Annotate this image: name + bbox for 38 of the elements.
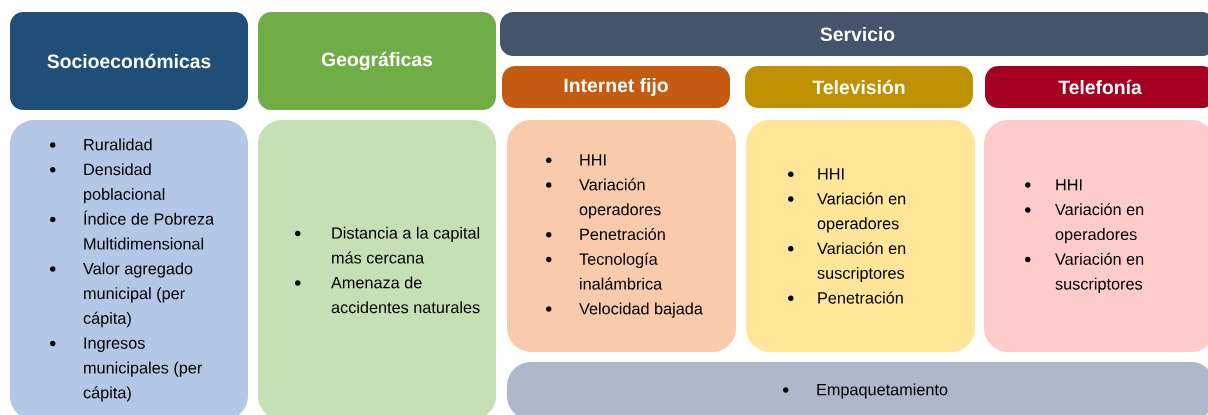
content-box (984, 120, 1208, 352)
content-box (507, 120, 736, 352)
list-item: Densidad poblacional (84, 163, 165, 204)
header-title: Televisión (812, 79, 905, 95)
list-item: Penetración (580, 227, 665, 241)
list-item: Ingresos municipales (per cápita) (83, 337, 203, 402)
list-item: Variación en operadores (817, 192, 906, 233)
header-box (258, 12, 496, 110)
header-box (502, 66, 730, 108)
header-box (985, 66, 1208, 108)
list-item: Valor agregado municipal (per cápita) (83, 262, 193, 328)
list-item: Variación en suscriptores (817, 241, 906, 283)
list-item: Variación operadores (579, 178, 661, 219)
header-box (10, 12, 248, 110)
list-item: Amenaza de accidentes naturales (331, 276, 480, 314)
header-title: Servicio (820, 26, 895, 42)
header-box (745, 66, 973, 108)
header-title: Internet fijo (564, 78, 668, 96)
list-item: Velocidad bajada (579, 302, 703, 318)
list-item: Índice de Pobreza Multidimensional (84, 210, 215, 250)
list-item: Ruralidad (84, 138, 152, 151)
content-box (507, 362, 1208, 415)
header-title: Telefonía (1058, 79, 1142, 95)
list-item: Distancia a la capital más cercana (332, 226, 480, 264)
header-title: Geográficas (321, 51, 433, 71)
list-item: Empaquetamiento (817, 383, 948, 399)
list-item: Variación en suscriptores (1055, 252, 1144, 293)
list-item: HHI (818, 168, 844, 180)
list-item: Tecnología inalámbrica (579, 252, 663, 290)
list-item: Penetración (818, 291, 903, 304)
header-box (500, 12, 1208, 56)
content-box (746, 120, 975, 352)
content-box (258, 120, 496, 415)
header-title: Socioeconómicas (47, 53, 211, 69)
list-item: Variación en operadores (1055, 203, 1144, 244)
content-box (10, 120, 248, 415)
list-item: HHI (580, 154, 606, 166)
list-item: HHI (1056, 179, 1082, 191)
